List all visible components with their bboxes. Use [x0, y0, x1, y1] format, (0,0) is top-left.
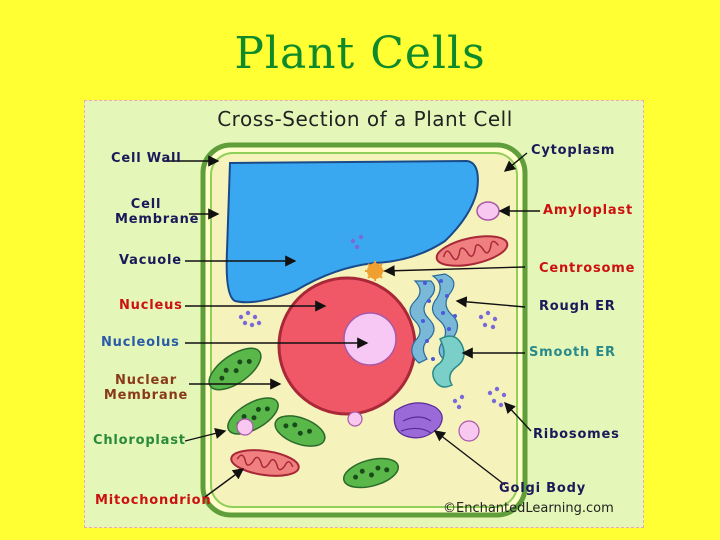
label-nucleolus: Nucleolus [101, 335, 180, 350]
label-vacuole: Vacuole [119, 253, 182, 268]
label-nuclear-membrane-line1: Nuclear [115, 373, 177, 388]
label-centrosome: Centrosome [539, 261, 636, 276]
label-ribosomes: Ribosomes [533, 427, 620, 442]
label-nucleus: Nucleus [119, 298, 183, 313]
label-mitochondrion: Mitochondrion [95, 493, 212, 508]
label-cytoplasm: Cytoplasm [531, 143, 616, 158]
amyloplast-shape [476, 201, 500, 221]
label-rough-er: Rough ER [539, 299, 616, 314]
label-golgi-body: Golgi Body [499, 481, 586, 496]
rough-er-dots [421, 279, 457, 365]
small-amyloplast-shapes [236, 411, 480, 442]
nucleolus-shape [343, 312, 397, 366]
golgi-body-shape [393, 402, 443, 439]
label-amyloplast: Amyloplast [543, 203, 633, 218]
label-smooth-er: Smooth ER [529, 345, 616, 360]
label-cell-membrane-line1: Cell [130, 197, 162, 212]
diagram-panel: Cross-Section of a Plant Cell [84, 100, 644, 528]
diagram-title: Cross-Section of a Plant Cell [217, 107, 513, 131]
centrosome-shape [365, 261, 385, 281]
mitochondrion-right-shape [435, 235, 509, 267]
smooth-er-shape [432, 335, 465, 388]
slide-title: Plant Cells [234, 28, 486, 79]
label-cell-membrane-line2: Membrane [115, 212, 200, 227]
label-arrows [165, 152, 540, 498]
label-nuclear-membrane: Nuclear Membrane [103, 373, 189, 403]
mitochondrion-bottom-shape [230, 449, 300, 477]
cell-illustration [165, 142, 540, 518]
label-chloroplast: Chloroplast [93, 433, 186, 448]
credit-text: ©EnchantedLearning.com [443, 501, 614, 516]
label-cell-wall: Cell Wall [111, 151, 182, 166]
label-nuclear-membrane-line2: Membrane [103, 388, 189, 403]
ribosome-clusters [238, 234, 507, 410]
label-cell-membrane: Cell Membrane [115, 197, 200, 227]
